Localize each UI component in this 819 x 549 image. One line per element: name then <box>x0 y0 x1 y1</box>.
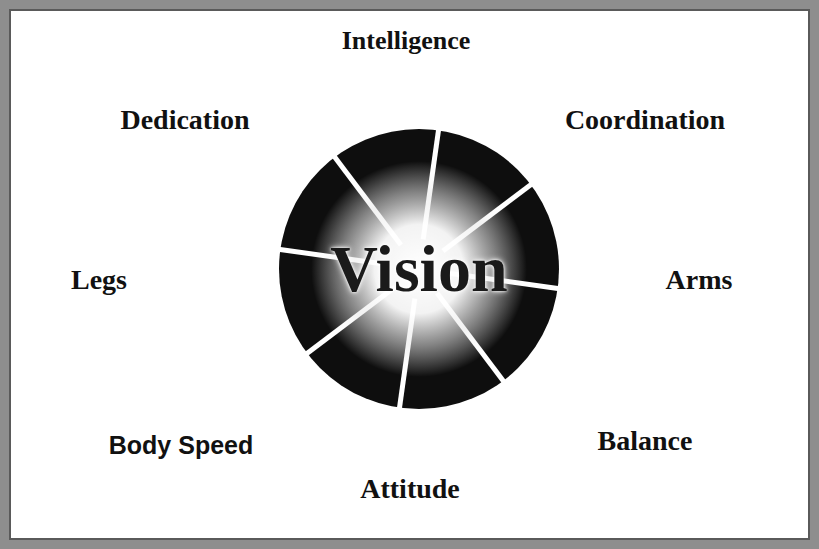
attribute-label: Legs <box>71 264 127 296</box>
attribute-label: Dedication <box>120 104 249 136</box>
vision-wheel: Vision <box>278 128 560 410</box>
attribute-label: Coordination <box>565 104 725 136</box>
attribute-label: Arms <box>666 264 733 296</box>
wheel-title: Vision <box>330 231 507 307</box>
attribute-label: Body Speed <box>109 431 253 460</box>
attribute-label: Attitude <box>360 473 460 505</box>
attribute-label: Balance <box>598 425 693 457</box>
attribute-label: Intelligence <box>342 26 471 56</box>
